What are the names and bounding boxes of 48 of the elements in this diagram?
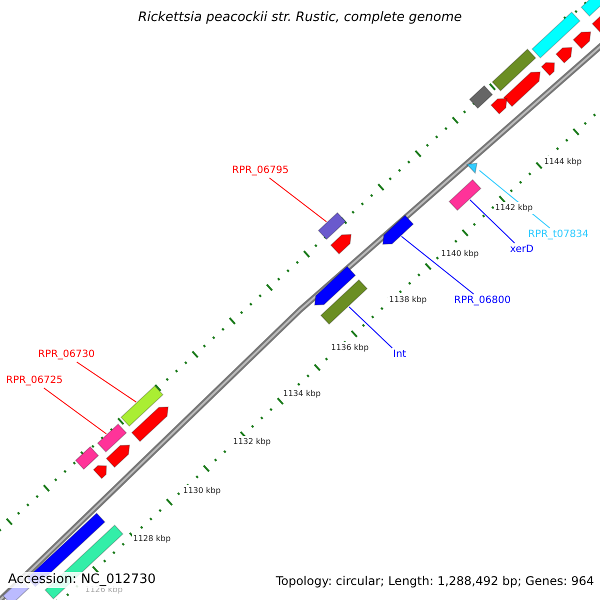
gene-block bbox=[540, 62, 555, 76]
leader-line bbox=[76, 362, 137, 403]
gene-block bbox=[592, 15, 600, 34]
scale-label: 1138 kbp bbox=[388, 294, 428, 306]
genome-stats-text: Topology: circular; Length: 1,288,492 bp; Genes: 964 bbox=[276, 573, 594, 589]
gene-label: RPR_06795 bbox=[232, 165, 289, 177]
leader-line bbox=[470, 199, 516, 244]
gene-block bbox=[320, 279, 368, 325]
gene-label: RPR_06800 bbox=[454, 295, 511, 307]
scale-label: 1140 kbp bbox=[440, 248, 480, 260]
gene-block bbox=[448, 179, 482, 211]
gene-label: RPR_06730 bbox=[38, 349, 95, 361]
gene-block bbox=[106, 444, 130, 468]
gene-block bbox=[96, 423, 128, 453]
leader-line bbox=[269, 178, 327, 222]
gene-block bbox=[318, 212, 346, 240]
title: Rickettsia peacockii str. Rustic, complete genome bbox=[137, 10, 463, 26]
gene-block bbox=[330, 234, 352, 255]
gene-label: Int bbox=[393, 349, 406, 361]
leader-line bbox=[400, 236, 474, 294]
gene-label: xerD bbox=[510, 244, 534, 256]
gene-label: RPR_06725 bbox=[6, 375, 63, 387]
scale-label: 1136 kbp bbox=[330, 342, 370, 354]
scale-label: 1128 kbp bbox=[132, 533, 172, 545]
gene-block bbox=[490, 98, 508, 115]
scale-label: 1132 kbp bbox=[232, 436, 272, 448]
gene-block bbox=[74, 446, 100, 470]
accession-text: Accession: NC_012730 bbox=[8, 572, 156, 588]
scale-label: 1142 kbp bbox=[494, 202, 534, 214]
scale-label: 1144 kbp bbox=[543, 156, 583, 168]
gene-block bbox=[92, 465, 107, 480]
gene-block bbox=[492, 48, 536, 92]
gene-block bbox=[572, 31, 592, 50]
gene-block bbox=[466, 162, 478, 174]
leader-line bbox=[348, 306, 393, 348]
gene-block bbox=[131, 406, 169, 442]
leader-line bbox=[43, 388, 107, 434]
gene-block bbox=[468, 85, 494, 109]
gene-label: RPR_t07834 bbox=[528, 229, 589, 241]
gene-block bbox=[314, 266, 356, 306]
scale-label: 1130 kbp bbox=[182, 485, 222, 497]
gene-block bbox=[120, 385, 164, 427]
gene-block bbox=[503, 71, 541, 108]
gene-block bbox=[531, 12, 581, 58]
gene-block bbox=[382, 214, 414, 245]
scale-label: 1134 kbp bbox=[282, 388, 322, 400]
gene-block bbox=[555, 47, 572, 64]
gene-block bbox=[580, 0, 600, 17]
